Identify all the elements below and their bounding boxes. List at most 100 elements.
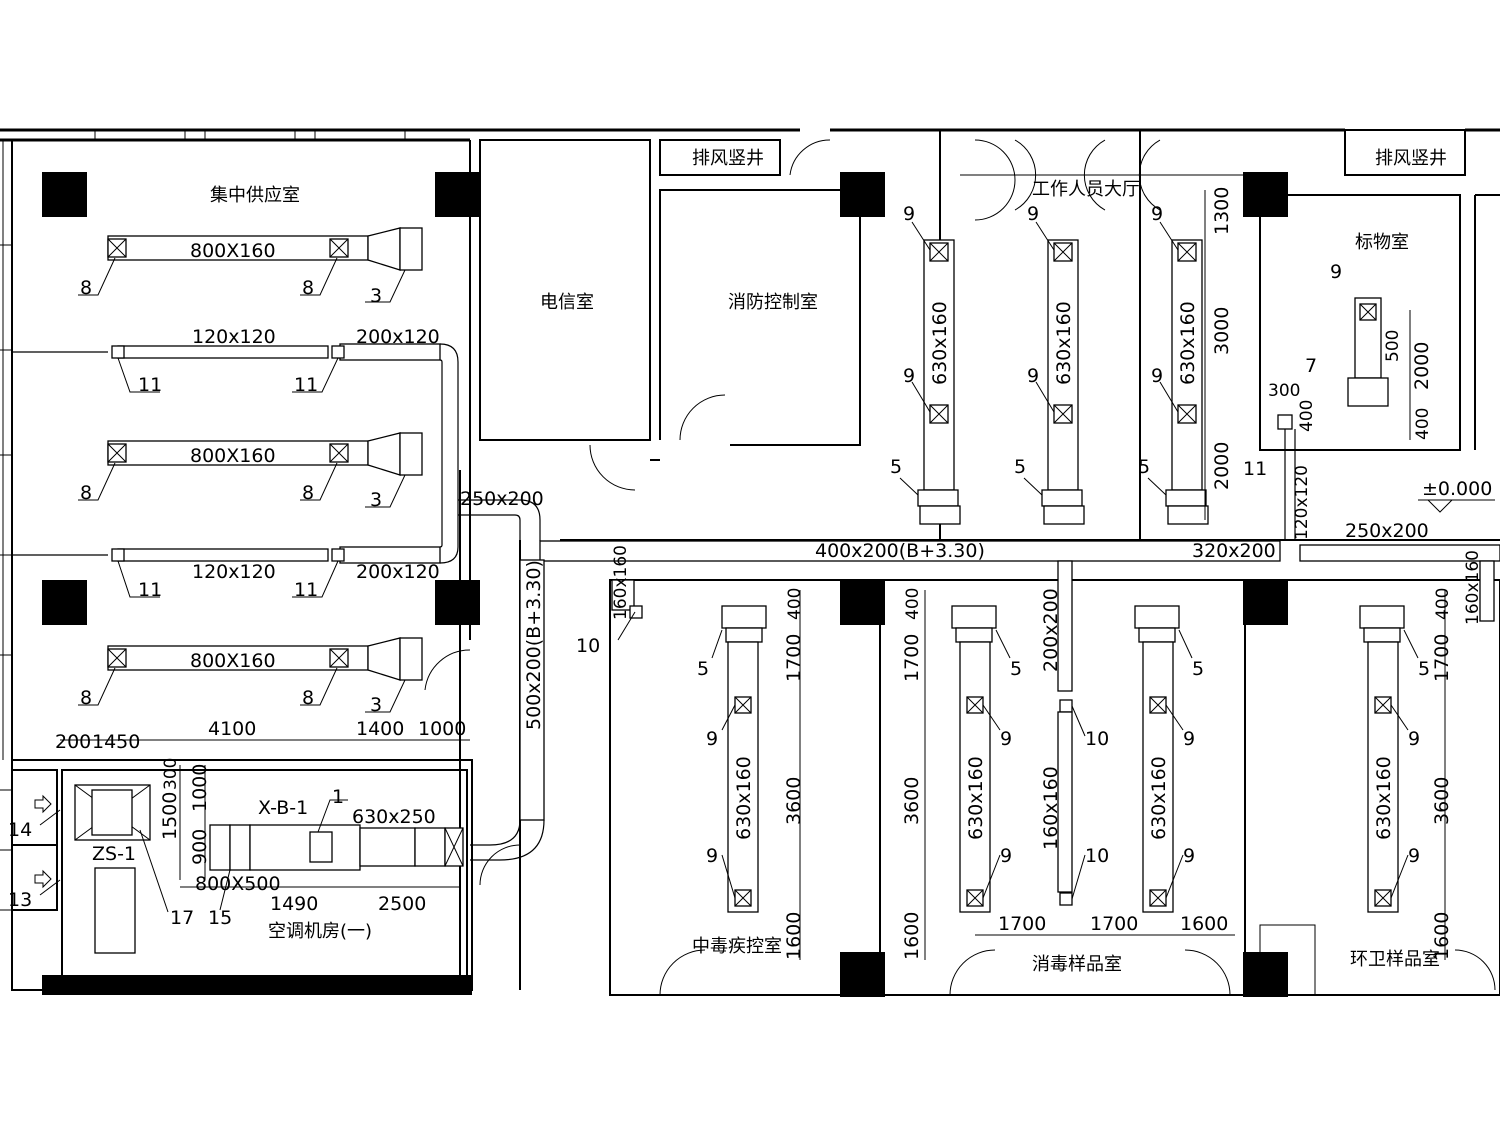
duct-size: 630x160 [929, 301, 951, 385]
tag: 17 [170, 907, 194, 929]
dimension: 300 [1268, 381, 1300, 401]
tag-labels: 8 8 3 11 11 8 8 3 11 11 8 8 3 9 9 9 9 9 … [8, 203, 1430, 929]
tag: 9 [1183, 728, 1195, 750]
tag: 3 [370, 694, 382, 716]
dimension: 1700 [1090, 913, 1138, 935]
tag: 10 [1085, 728, 1109, 750]
dimension: 2000 [1411, 342, 1433, 390]
dimension: 400 [1433, 588, 1453, 620]
ducts-central-supply [12, 227, 459, 713]
tag: 15 [208, 907, 232, 929]
tag: 11 [138, 374, 162, 396]
tag: 8 [80, 687, 92, 709]
dimension: 3600 [1431, 777, 1453, 825]
room-exhaust-shaft-right: 排风竖井 [1375, 148, 1447, 169]
tag: 9 [1027, 203, 1039, 225]
dimension: 1450 [92, 731, 140, 753]
dimension: 2500 [378, 893, 426, 915]
dimension: 1000 [189, 764, 211, 812]
tag: 11 [294, 579, 318, 601]
dimension: 3000 [1211, 307, 1233, 355]
duct-size: 800X160 [190, 445, 276, 467]
duct-size: 160x160 [1040, 766, 1062, 850]
tag: 3 [370, 489, 382, 511]
tag: 9 [1000, 845, 1012, 867]
duct-size: 120x120 [192, 326, 276, 348]
duct-size: 630x160 [1148, 756, 1170, 840]
duct-size: 320x200 [1192, 540, 1276, 562]
dimension: 500 [1383, 330, 1403, 362]
duct-size: 200x200 [1040, 588, 1062, 672]
structural-columns [42, 172, 1288, 997]
duct-size: 160x160 [1463, 550, 1483, 625]
room-central-supply: 集中供应室 [210, 185, 300, 206]
tag: 3 [370, 285, 382, 307]
tag: 11 [138, 579, 162, 601]
dimension: 1500 [159, 792, 181, 840]
room-fire-control: 消防控制室 [728, 292, 818, 313]
duct-size: 630x160 [733, 756, 755, 840]
tag: 9 [1330, 261, 1342, 283]
tag: 5 [1014, 456, 1026, 478]
dimension: 3600 [783, 777, 805, 825]
tag: 9 [903, 365, 915, 387]
dimension: 1600 [1431, 912, 1453, 960]
tag: 5 [1138, 456, 1150, 478]
duct-size: 800X500 [195, 873, 281, 895]
tag: 9 [1408, 845, 1420, 867]
elevation-label: ±0.000 [1422, 478, 1492, 500]
room-staff-hall: 工作人员大厅 [1032, 179, 1140, 200]
tag: 8 [80, 482, 92, 504]
dimension: 2000 [1211, 442, 1233, 490]
tag: 8 [80, 277, 92, 299]
tag: 9 [1027, 365, 1039, 387]
dimension: 1600 [1180, 913, 1228, 935]
dimension-lines [60, 190, 1446, 960]
dimension: 1400 [356, 718, 404, 740]
duct-size: 120x120 [1292, 465, 1312, 540]
dimension: 1490 [270, 893, 318, 915]
duct-size: 250x200 [1345, 520, 1429, 542]
dimension: 400 [903, 588, 923, 620]
tag: 11 [294, 374, 318, 396]
duct-size: 160x160 [611, 545, 631, 620]
tag: 14 [8, 819, 32, 841]
tag: 10 [576, 635, 600, 657]
duct-size: 400x200(B+3.30) [815, 540, 985, 562]
dimension: 1000 [418, 718, 466, 740]
duct-size: 200x120 [356, 326, 440, 348]
dimension: 400 [785, 588, 805, 620]
tag: 9 [1183, 845, 1195, 867]
duct-size: 630x160 [965, 756, 987, 840]
equipment-zs1: ZS-1 [92, 843, 136, 865]
dimension: 1600 [783, 912, 805, 960]
dimension: 900 [189, 829, 211, 865]
tag: 1 [332, 786, 344, 808]
duct-size: 630x160 [1177, 301, 1199, 385]
ducts-lower-rooms [611, 560, 1495, 913]
room-sanitation-sample: 环卫样品室 [1350, 949, 1440, 970]
dimension: 4100 [208, 718, 256, 740]
dimension: 1700 [1431, 634, 1453, 682]
dimension: 200 [55, 731, 91, 753]
duct-size: 800X160 [190, 240, 276, 262]
dimension: 1700 [783, 634, 805, 682]
tag: 9 [1151, 203, 1163, 225]
room-exhaust-shaft-left: 排风竖井 [692, 148, 764, 169]
diffusers [107, 238, 349, 668]
duct-size: 630x250 [352, 806, 436, 828]
duct-size: 120x120 [192, 561, 276, 583]
tag: 9 [1408, 728, 1420, 750]
tag: 5 [1010, 658, 1022, 680]
ahu-equipment [34, 784, 464, 954]
room-telecom: 电信室 [540, 292, 594, 313]
tag: 5 [1418, 658, 1430, 680]
duct-size: 200x120 [356, 561, 440, 583]
tag: 8 [302, 687, 314, 709]
dimension: 400 [1413, 408, 1433, 440]
dimension: 1300 [1211, 187, 1233, 235]
tag: 9 [1151, 365, 1163, 387]
tag: 5 [697, 658, 709, 680]
ducts-corridor [458, 221, 1500, 861]
